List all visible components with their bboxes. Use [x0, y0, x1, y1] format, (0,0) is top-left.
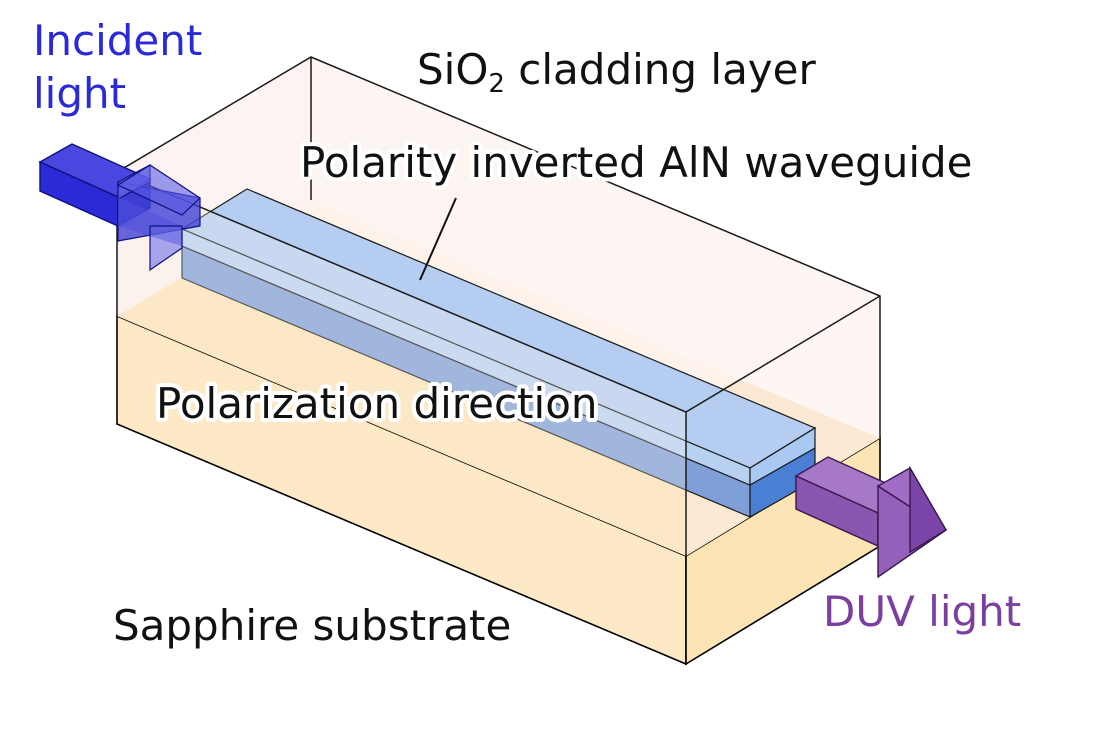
cladding-label-subscript: 2 [488, 69, 505, 99]
cladding-layer-label: SiO2 cladding layer [417, 45, 817, 99]
incident-label-line1: Incident [33, 16, 202, 65]
cladding-front-face [117, 172, 686, 556]
sapphire-substrate-label: Sapphire substrate [113, 601, 511, 650]
waveguide-upper-end-face [749, 426, 816, 487]
cladding-top-face [117, 57, 880, 412]
cladding-label-suffix: cladding layer [505, 45, 817, 94]
duv-light-arrow [794, 456, 948, 579]
duv-light-label: DUV light [823, 587, 1021, 636]
waveguide-label: Polarity inverted AlN waveguide [300, 138, 973, 187]
incident-light-arrow [38, 143, 201, 272]
cladding-front-overlay [116, 56, 881, 556]
waveguide-leader-line [419, 197, 457, 281]
aln-waveguide [180, 188, 817, 519]
incident-light-label: Incident light [33, 16, 216, 118]
cladding-edges [116, 56, 881, 556]
cladding-label-prefix: SiO [417, 45, 488, 94]
incident-label-line2: light [33, 69, 126, 118]
polarization-direction-label: Polarization direction [156, 379, 598, 428]
